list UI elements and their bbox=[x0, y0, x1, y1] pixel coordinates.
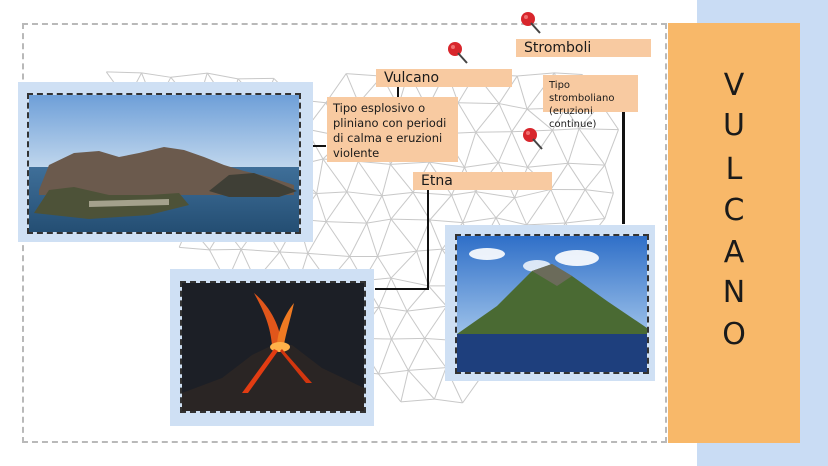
push-pin-icon bbox=[448, 42, 468, 64]
title-letter: A bbox=[723, 235, 745, 270]
description-stromboli: Tipo stromboliano (eruzioni continue) bbox=[543, 75, 638, 130]
title-panel: V U L C A N O bbox=[668, 23, 800, 443]
title-letter: L bbox=[725, 152, 743, 187]
label-etna: Etna bbox=[413, 172, 552, 190]
title-letter: U bbox=[723, 108, 745, 143]
description-vulcano: Tipo esplosivo o pliniano con periodi di… bbox=[327, 97, 458, 162]
desc-line: violente bbox=[333, 146, 380, 160]
desc-line: pliniano con periodi bbox=[333, 116, 447, 130]
photo-vulcano-island bbox=[27, 93, 301, 234]
title-letter: C bbox=[723, 193, 745, 228]
title-letter: O bbox=[722, 317, 746, 352]
connector-vulcano bbox=[397, 84, 399, 98]
label-stromboli: Stromboli bbox=[516, 39, 651, 57]
connector-etna-v bbox=[427, 189, 429, 289]
title-letter: N bbox=[722, 275, 746, 310]
photo-etna-eruption bbox=[180, 281, 366, 413]
photo-stromboli bbox=[455, 234, 649, 374]
label-vulcano: Vulcano bbox=[376, 69, 512, 87]
desc-line: di calma e eruzioni bbox=[333, 131, 443, 145]
desc-line: (eruzioni continue) bbox=[549, 106, 597, 130]
title-letter: V bbox=[723, 68, 745, 103]
desc-line: Tipo stromboliano bbox=[549, 80, 615, 104]
push-pin-icon bbox=[521, 12, 541, 34]
connector-vulcano-photo bbox=[312, 145, 326, 147]
connector-stromboli bbox=[622, 112, 625, 224]
connector-etna-h bbox=[375, 288, 429, 290]
push-pin-icon bbox=[523, 128, 543, 150]
desc-line: Tipo esplosivo o bbox=[333, 101, 426, 115]
